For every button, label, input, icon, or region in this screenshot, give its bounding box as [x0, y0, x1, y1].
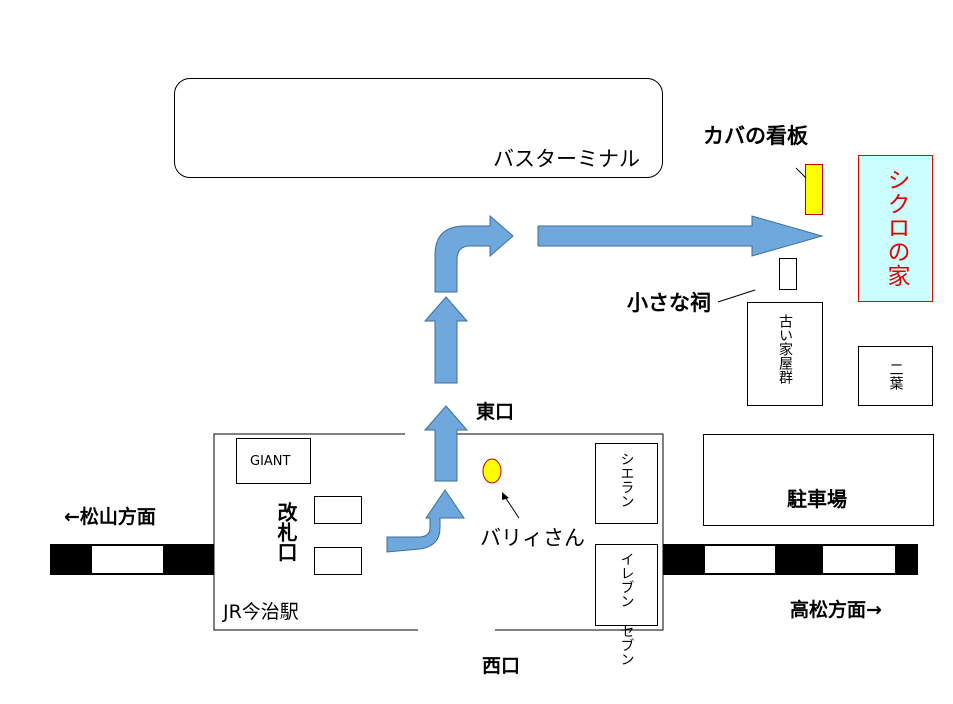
route-arrow-5: [537, 215, 824, 257]
shikuro-house-label: シクロの家: [883, 168, 909, 288]
shrine-pointer: [717, 289, 756, 303]
route-arrow-4: [434, 214, 514, 293]
station-name: JR今治駅: [223, 601, 299, 623]
route-arrow-3: [423, 296, 469, 384]
west-exit-label: 西口: [482, 655, 521, 677]
parking-label: 駐車場: [787, 487, 847, 511]
seven-eleven-label: イレブン セブン: [618, 552, 635, 666]
bus-terminal: [174, 78, 663, 178]
old-houses: [747, 302, 823, 406]
cierane-shop: [595, 443, 658, 524]
shikuro-house: [858, 155, 933, 302]
direction-left-label: ←松山方面: [64, 506, 156, 528]
east-exit-label: 東口: [476, 401, 515, 423]
giant-shop: [236, 438, 311, 484]
futaba-label: 二葉: [887, 362, 904, 390]
ticket-gate-1: [314, 496, 362, 524]
barry-label: バリィさん: [480, 526, 585, 550]
small-shrine: [779, 258, 797, 290]
bus-terminal-label: バスターミナル: [493, 147, 640, 171]
direction-right-label: 高松方面→: [790, 599, 882, 621]
old-houses-label: 古い家屋群: [777, 314, 793, 384]
small-shrine-label: 小さな祠: [627, 291, 711, 315]
parking: [703, 434, 934, 526]
kaba-sign-label: カバの看板: [703, 124, 808, 148]
seven-eleven-shop: [595, 544, 658, 626]
route-arrow-1: [386, 489, 465, 553]
ticket-gate-2: [314, 547, 362, 575]
route-arrow-2: [423, 405, 469, 482]
giant-label: GIANT: [250, 454, 291, 469]
ticket-gate-label: 改札口: [274, 502, 298, 562]
futaba: [858, 346, 933, 406]
kaba-sign: [805, 164, 823, 215]
kaba-pointer: [795, 167, 807, 179]
cierane-label: シエラン: [618, 452, 635, 508]
